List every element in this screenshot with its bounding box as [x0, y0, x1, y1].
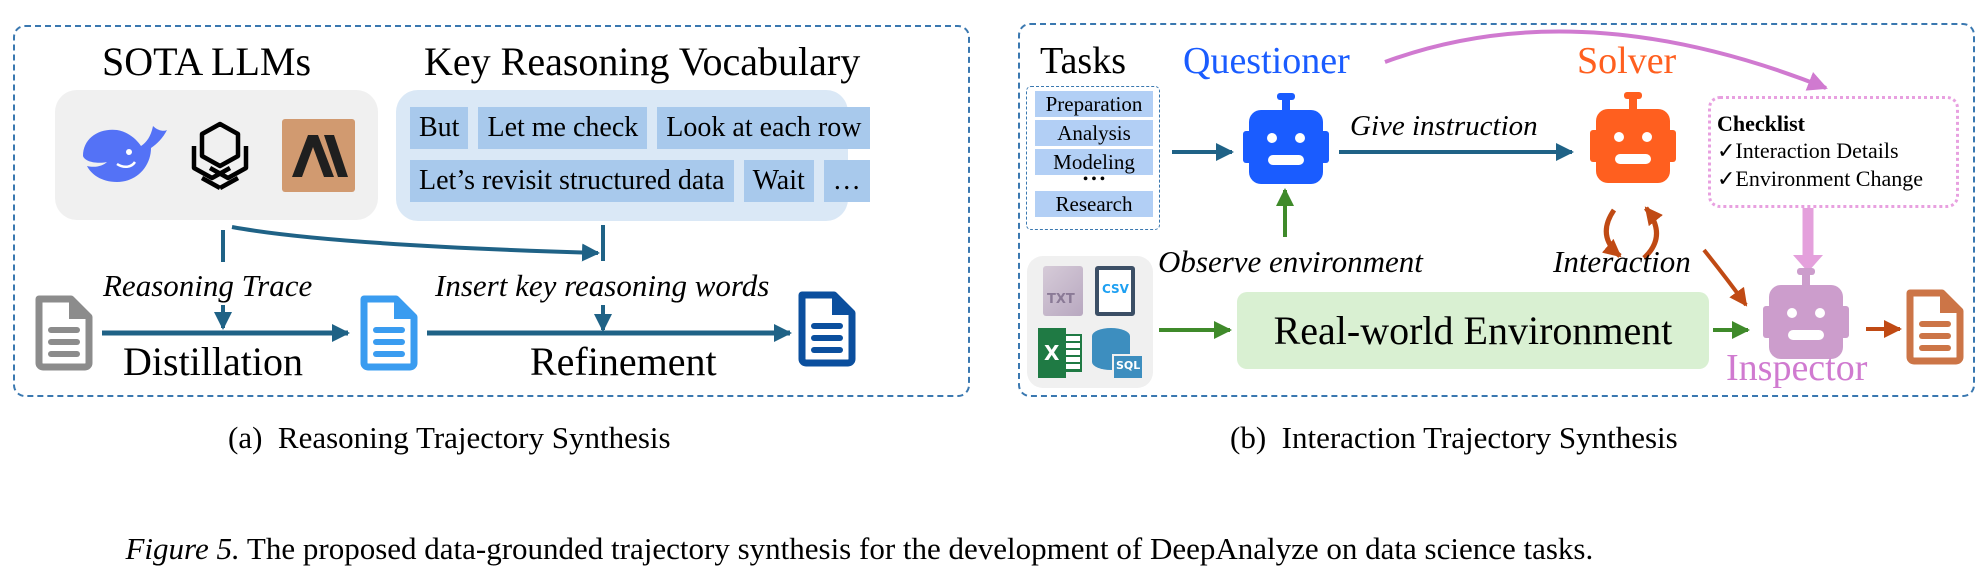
anthropic-ai-icon — [282, 119, 355, 192]
checklist-item: ✓Environment Change — [1717, 166, 1924, 191]
checklist-title: Checklist — [1717, 111, 1805, 136]
figure-caption: Figure 5. The proposed data-grounded tra… — [110, 495, 1594, 567]
refinement-label: Refinement — [530, 339, 717, 384]
tasks-title: Tasks — [1040, 40, 1127, 82]
sota-to-vocab-curve — [231, 225, 600, 262]
openai-knot-icon — [191, 121, 249, 190]
insert-words-label: Insert key reasoning words — [435, 268, 770, 303]
checklist-arrow-head — [1793, 255, 1823, 272]
checklist-item: ✓Interaction Details — [1717, 138, 1899, 163]
figure-caption-text: The proposed data-grounded trajectory sy… — [239, 531, 1594, 566]
observe-environment-label: Observe environment — [1158, 244, 1423, 279]
interaction-cycle-right — [1642, 206, 1663, 260]
real-world-environment-box: Real-world Environment — [1237, 292, 1709, 369]
task-item: Research — [1035, 191, 1153, 217]
sql-database-icon: SQL — [1092, 328, 1144, 380]
llm-logos-box — [55, 90, 378, 220]
caption-b: (b) Interaction Trajectory Synthesis — [1230, 420, 1678, 455]
vocab-chip: Look at each row — [657, 107, 871, 149]
reasoning-trace-label: Reasoning Trace — [103, 268, 313, 303]
panel-a-frame — [13, 25, 970, 397]
task-item: Analysis — [1035, 120, 1153, 146]
task-item: Modeling — [1035, 149, 1153, 175]
vocab-chip: Let’s revisit structured data — [410, 160, 734, 202]
report-document-icon — [1906, 289, 1964, 365]
task-ellipsis: • • • — [1083, 172, 1105, 187]
refined-document-icon — [798, 291, 856, 367]
vocab-chip: But — [410, 107, 469, 149]
caption-a: (a) Reasoning Trajectory Synthesis — [228, 420, 671, 455]
data-files-box: TXT CSV X SQL — [1027, 256, 1153, 388]
vocab-chip: Let me check — [478, 107, 648, 149]
csv-file-icon: CSV — [1095, 266, 1135, 316]
questioner-label: Questioner — [1183, 40, 1350, 82]
txt-file-icon: TXT — [1043, 266, 1083, 316]
distillation-label: Distillation — [123, 339, 303, 384]
tasks-box: Preparation Analysis Modeling • • • Rese… — [1026, 86, 1160, 230]
panel-a-arrows — [102, 29, 1902, 342]
solver-to-inspector-arrow — [1702, 248, 1748, 307]
raw-document-icon — [35, 295, 93, 371]
vocab-title: Key Reasoning Vocabulary — [424, 39, 861, 84]
vocab-chip: Wait — [743, 160, 814, 202]
questioner-to-checklist-curve — [1384, 29, 1828, 91]
panel-b-frame — [1018, 23, 1975, 397]
checklist-box: Checklist ✓Interaction Details ✓Environm… — [1708, 96, 1959, 208]
give-instruction-label: Give instruction — [1350, 110, 1538, 142]
environment-label: Real-world Environment — [1273, 308, 1673, 353]
vocab-chip: … — [823, 160, 870, 202]
deepseek-whale-icon — [83, 126, 167, 182]
trace-document-icon — [360, 295, 418, 371]
figure-caption-label: Figure 5. — [125, 531, 240, 566]
solver-robot-icon — [1590, 92, 1676, 183]
inspector-label: Inspector — [1726, 347, 1868, 389]
questioner-robot-icon — [1243, 93, 1329, 184]
interaction-label: Interaction — [1553, 244, 1691, 279]
inspector-robot-icon — [1763, 268, 1849, 359]
sota-llms-title: SOTA LLMs — [102, 39, 312, 84]
interaction-cycle-left — [1601, 208, 1622, 258]
task-item: Preparation — [1035, 91, 1153, 117]
excel-file-icon: X — [1038, 328, 1084, 378]
solver-label: Solver — [1577, 40, 1677, 82]
